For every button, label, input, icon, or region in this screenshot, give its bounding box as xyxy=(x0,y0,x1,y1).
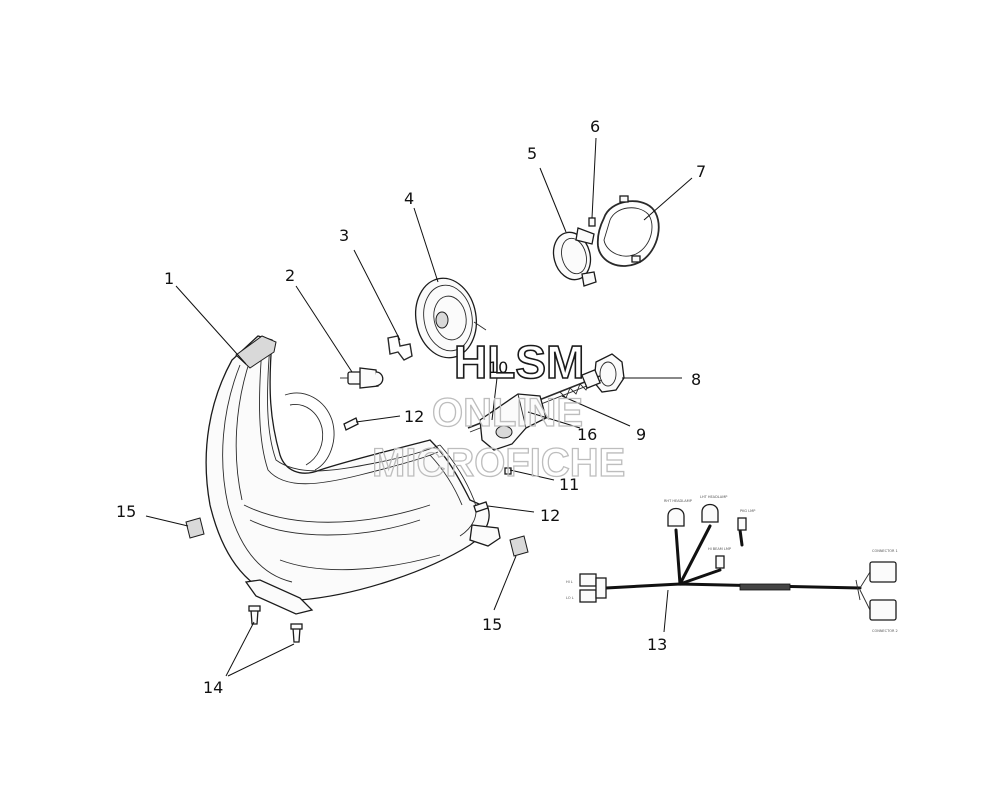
leader-lines xyxy=(145,137,693,677)
screw-12b xyxy=(473,501,489,513)
harness-tag-hi: HI L xyxy=(566,580,573,584)
callout-11: 11 xyxy=(559,475,579,494)
harness-tag-lo: LO L xyxy=(566,596,574,600)
clip-nut-15a xyxy=(185,517,205,539)
screw-14b xyxy=(290,623,303,643)
clip-nut-15b xyxy=(509,535,529,557)
nut-11 xyxy=(504,467,512,475)
callout-9: 9 xyxy=(636,425,646,444)
callout-6: 6 xyxy=(590,117,600,136)
callout-2: 2 xyxy=(285,266,295,285)
callout-8: 8 xyxy=(691,370,701,389)
watermark: HLSM ONLINE MICROFICHE xyxy=(371,335,626,485)
callout-15a: 15 xyxy=(116,502,136,521)
watermark-microfiche: MICROFICHE xyxy=(372,441,625,485)
callout-labels: 1 2 3 4 5 6 7 8 9 10 11 12 12 13 14 15 1… xyxy=(116,117,706,697)
callout-12a: 12 xyxy=(404,407,424,426)
screw-12a xyxy=(343,417,359,431)
harness-tag-conn1: CONNECTOR 1 xyxy=(872,549,898,553)
wiring-harness: HI L LO L RHT HEADLAMP LHT HEADLAMP PKG … xyxy=(566,495,898,633)
callout-15b: 15 xyxy=(482,615,502,634)
bulb xyxy=(340,367,384,389)
callout-1: 1 xyxy=(164,269,174,288)
screw-6 xyxy=(588,217,596,227)
callout-12b: 12 xyxy=(540,506,560,525)
callout-16: 16 xyxy=(577,425,597,444)
callout-4: 4 xyxy=(404,189,414,208)
headlamp-housing xyxy=(205,335,501,615)
watermark-online: ONLINE xyxy=(432,391,583,435)
adjuster-knob xyxy=(593,353,625,393)
gasket xyxy=(596,195,660,267)
dust-cover xyxy=(415,277,487,359)
aux-lamp xyxy=(552,227,597,287)
callout-14: 14 xyxy=(203,678,223,697)
callout-13: 13 xyxy=(647,635,667,654)
harness-tag-conn2: CONNECTOR 2 xyxy=(872,629,898,633)
callout-7: 7 xyxy=(696,162,706,181)
bulb-retainer-clip xyxy=(387,335,413,361)
harness-tag-pkg: PKG LMP xyxy=(740,509,755,513)
callout-10: 10 xyxy=(488,358,508,377)
screw-14a xyxy=(248,605,261,625)
callout-5: 5 xyxy=(527,144,537,163)
harness-tag-hibeam: HI BEAM LMP xyxy=(708,547,731,551)
adjuster-bracket xyxy=(479,393,547,451)
watermark-hlsm: HLSM xyxy=(454,336,584,388)
harness-tag-rht: RHT HEADLAMP xyxy=(664,499,692,503)
callout-3: 3 xyxy=(339,226,349,245)
harness-tag-lht: LHT HEADLAMP xyxy=(700,495,727,499)
